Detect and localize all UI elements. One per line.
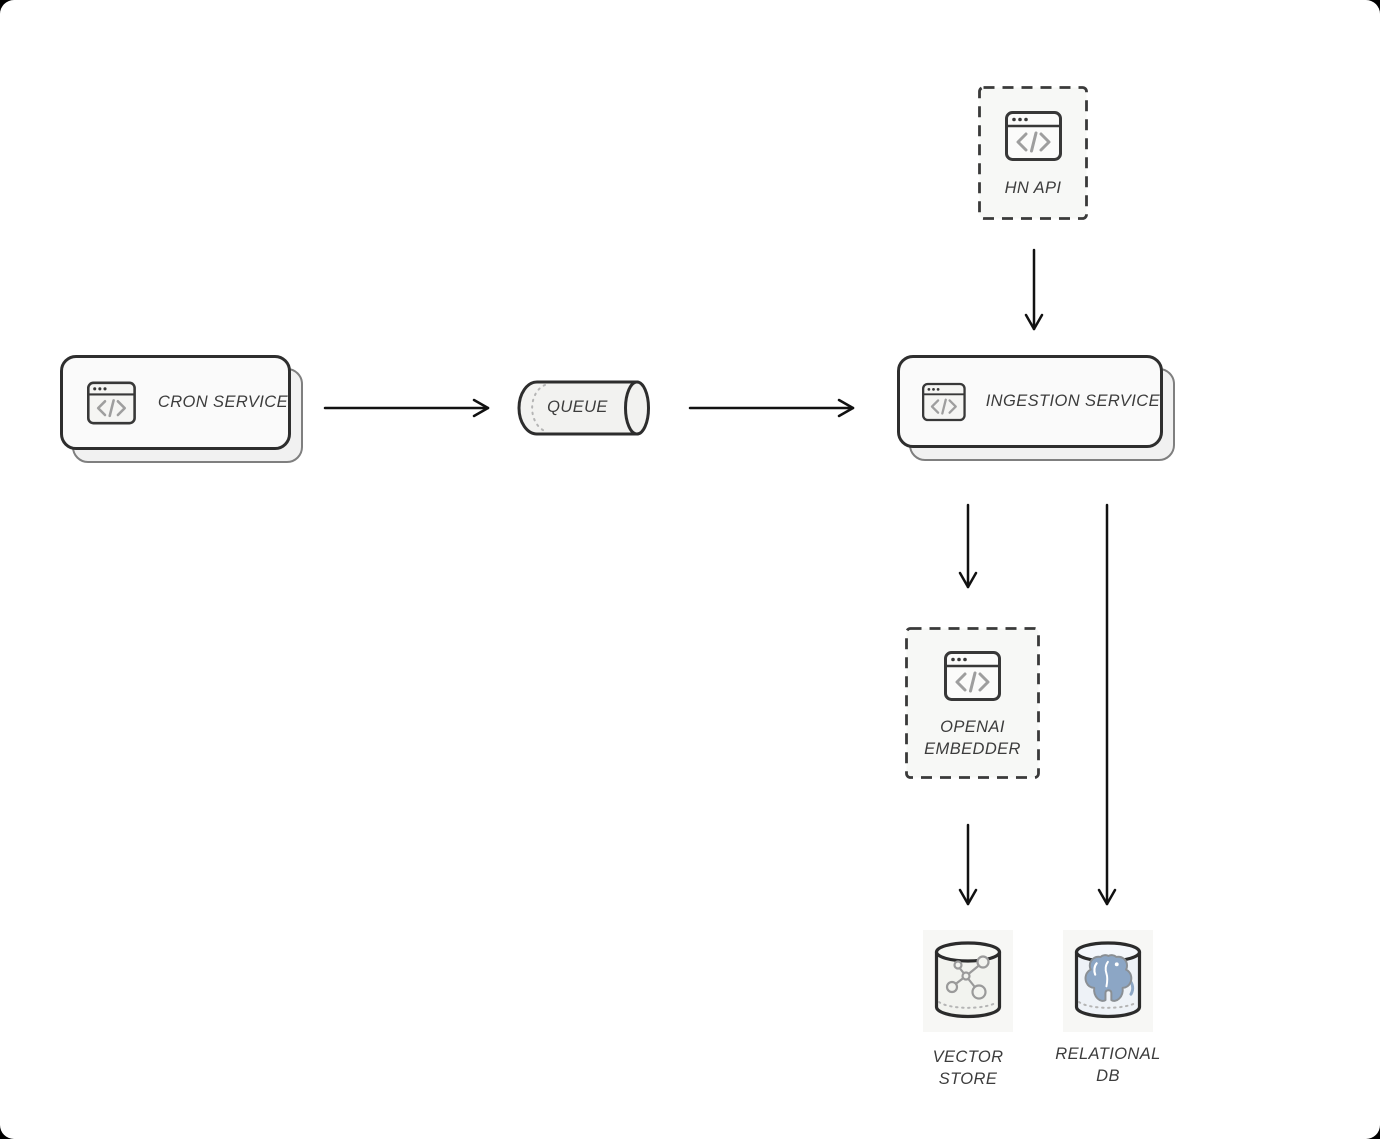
edge-ingestion-to-embedder — [958, 503, 978, 589]
relational-db-cylinder — [1074, 941, 1142, 1019]
code-window-icon — [87, 381, 136, 424]
edge-embedder-to-vectorstore — [958, 823, 978, 906]
edge-queue-to-ingestion — [688, 398, 855, 418]
postgresql-elephant-icon — [1084, 954, 1135, 1002]
edge-cron-to-queue — [323, 398, 490, 418]
node-ingestion-service: INGESTION SERVICE — [897, 355, 1175, 461]
queue-cylinder — [517, 380, 650, 436]
node-label-ingestion-service: INGESTION SERVICE — [985, 392, 1160, 410]
edge-ingestion-to-relationaldb — [1097, 503, 1117, 906]
node-label-queue: QUEUE — [547, 398, 608, 416]
node-label-openai-embedder: OPENAI EMBEDDER — [924, 718, 1021, 758]
node-hn-api: HN API — [978, 86, 1088, 220]
code-window-icon — [922, 382, 966, 421]
dashed-frame — [905, 627, 1040, 779]
node-cron-service: CRON SERVICE — [60, 355, 303, 463]
code-window-icon — [944, 651, 1001, 701]
node-label-relational-db: RELATIONAL DB — [1055, 1045, 1161, 1085]
node-label-hn-api: HN API — [1004, 179, 1062, 197]
node-label-cron-service: CRON SERVICE — [157, 393, 288, 411]
edge-hnapi-to-ingestion — [1024, 248, 1044, 331]
node-openai-embedder: OPENAI EMBEDDER — [905, 627, 1040, 779]
vector-store-cylinder — [934, 941, 1002, 1019]
code-window-icon — [1004, 111, 1062, 161]
vector-network-icon — [945, 955, 990, 1000]
node-label-vector-store: VECTOR STORE — [932, 1048, 1004, 1088]
